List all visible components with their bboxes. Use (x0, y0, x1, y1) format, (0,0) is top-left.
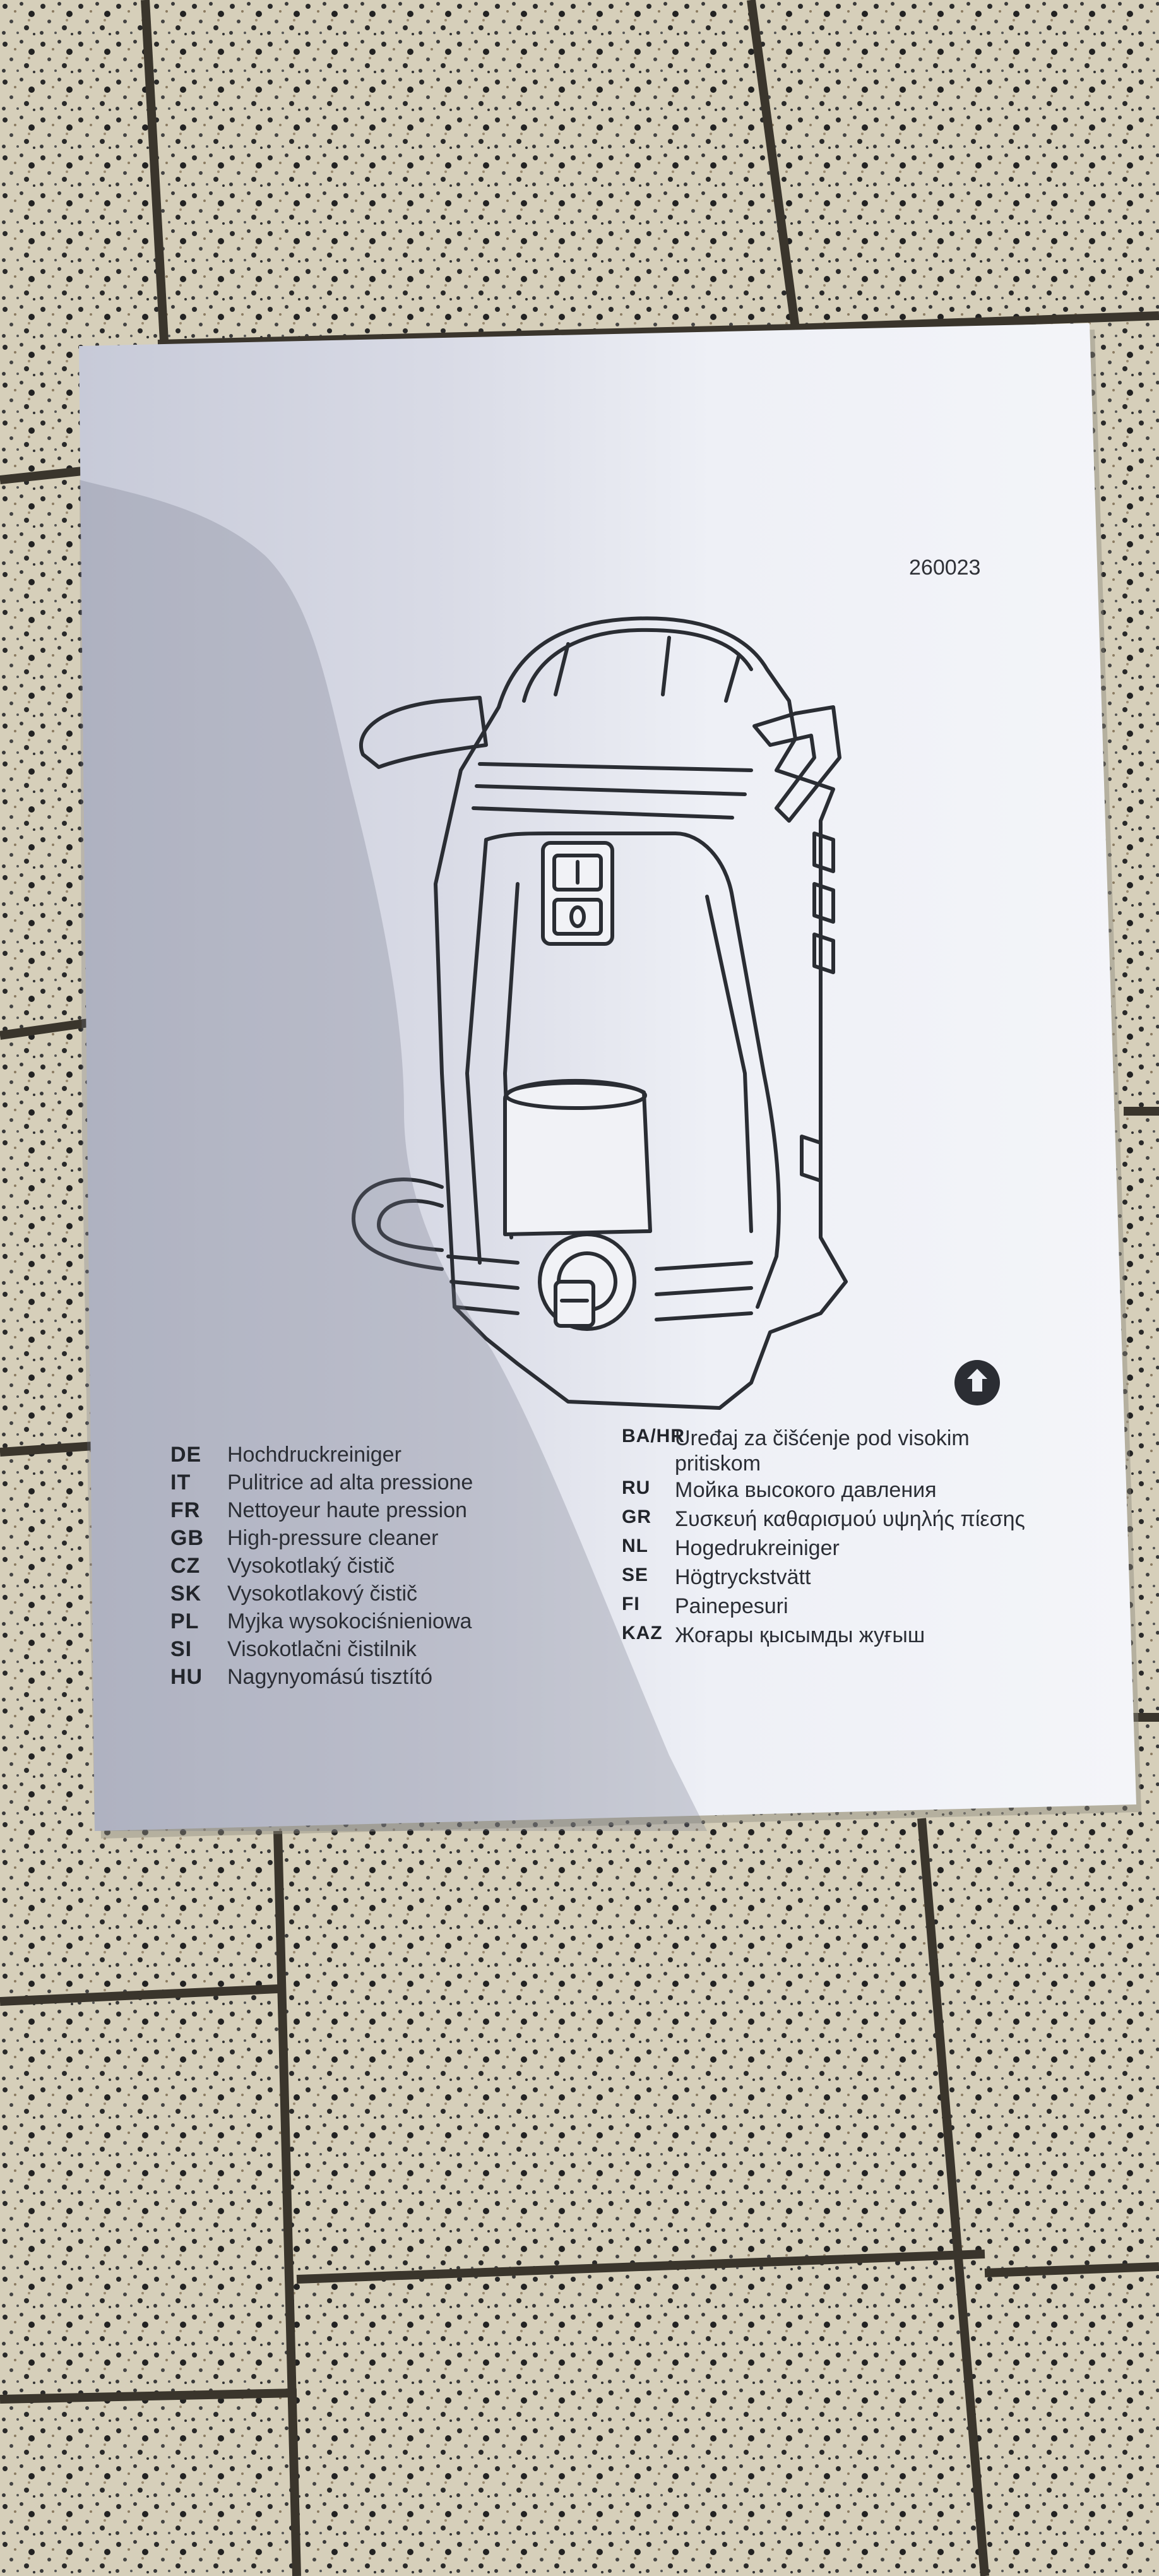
language-label: Högtryckstvätt (675, 1565, 811, 1589)
photographer-shadow (80, 480, 707, 1831)
language-label: High-pressure cleaner (227, 1526, 439, 1550)
language-label: Painepesuri (675, 1594, 788, 1618)
language-code: SE (622, 1565, 649, 1585)
pressure-washer-drawing (352, 616, 848, 1410)
language-label: Hochdruckreiniger (227, 1443, 401, 1467)
language-row: GB High-pressure cleaner (170, 1526, 473, 1554)
language-row: SE Högtryckstvätt (622, 1565, 1028, 1592)
language-label: Vysokotlakový čistič (227, 1582, 418, 1606)
language-code: IT (170, 1470, 191, 1494)
language-code: DE (170, 1443, 202, 1467)
language-code: PL (170, 1609, 199, 1633)
language-code: KAZ (622, 1623, 663, 1643)
language-row: FI Painepesuri (622, 1594, 1028, 1621)
language-code: FR (170, 1498, 201, 1522)
language-label: Συσκευή καθαρισμού υψηλής πίεσης (675, 1507, 1025, 1531)
language-row: RU Мойка высокого давления (622, 1477, 1028, 1505)
language-code: RU (622, 1477, 651, 1498)
language-code: GR (622, 1506, 651, 1527)
language-label: Hogedrukreiniger (675, 1536, 840, 1560)
language-row: KAZ Жоғары қысымды жуғыш (622, 1623, 1028, 1650)
paper-sheet (79, 323, 1136, 1831)
language-code: NL (622, 1535, 648, 1556)
language-code: FI (622, 1594, 640, 1614)
language-label: Pulitrice ad alta pressione (227, 1470, 473, 1494)
language-label: Жоғары қысымды жуғыш (675, 1623, 925, 1647)
language-label: Visokotlačni čistilnik (227, 1637, 417, 1661)
language-code: SK (170, 1582, 202, 1606)
language-row: HU Nagynyomású tisztító (170, 1665, 473, 1693)
language-row: NL Hogedrukreiniger (622, 1535, 1028, 1563)
language-label: Myjka wysokociśnieniowa (227, 1609, 472, 1633)
language-row: PL Myjka wysokociśnieniowa (170, 1609, 473, 1637)
language-label: Мойка высокого давления (675, 1478, 937, 1502)
language-label: Nettoyeur haute pression (227, 1498, 467, 1522)
language-code: GB (170, 1526, 204, 1550)
language-code: SI (170, 1637, 193, 1661)
certification-logo (954, 1360, 1000, 1405)
language-code: HU (170, 1665, 203, 1689)
document-number: 260023 (909, 556, 981, 580)
language-code: BA/HR (622, 1426, 685, 1446)
language-row: SI Visokotlačni čistilnik (170, 1637, 473, 1665)
language-code: CZ (170, 1554, 201, 1578)
language-row: CZ Vysokotlaký čistič (170, 1554, 473, 1582)
language-row: IT Pulitrice ad alta pressione (170, 1470, 473, 1498)
left-language-list: DE Hochdruckreiniger IT Pulitrice ad alta … (170, 1443, 473, 1693)
language-row: FR Nettoyeur haute pression (170, 1498, 473, 1526)
language-label: Uređaj za čišćenje pod visokim pritiskom (675, 1426, 970, 1476)
language-row: DE Hochdruckreiniger (170, 1443, 473, 1470)
language-row: GR Συσκευή καθαρισμού υψηλής πίεσης (622, 1506, 1028, 1534)
language-label: Vysokotlaký čistič (227, 1554, 395, 1578)
language-label: Nagynyomású tisztító (227, 1665, 433, 1689)
language-row: SK Vysokotlakový čistič (170, 1582, 473, 1609)
